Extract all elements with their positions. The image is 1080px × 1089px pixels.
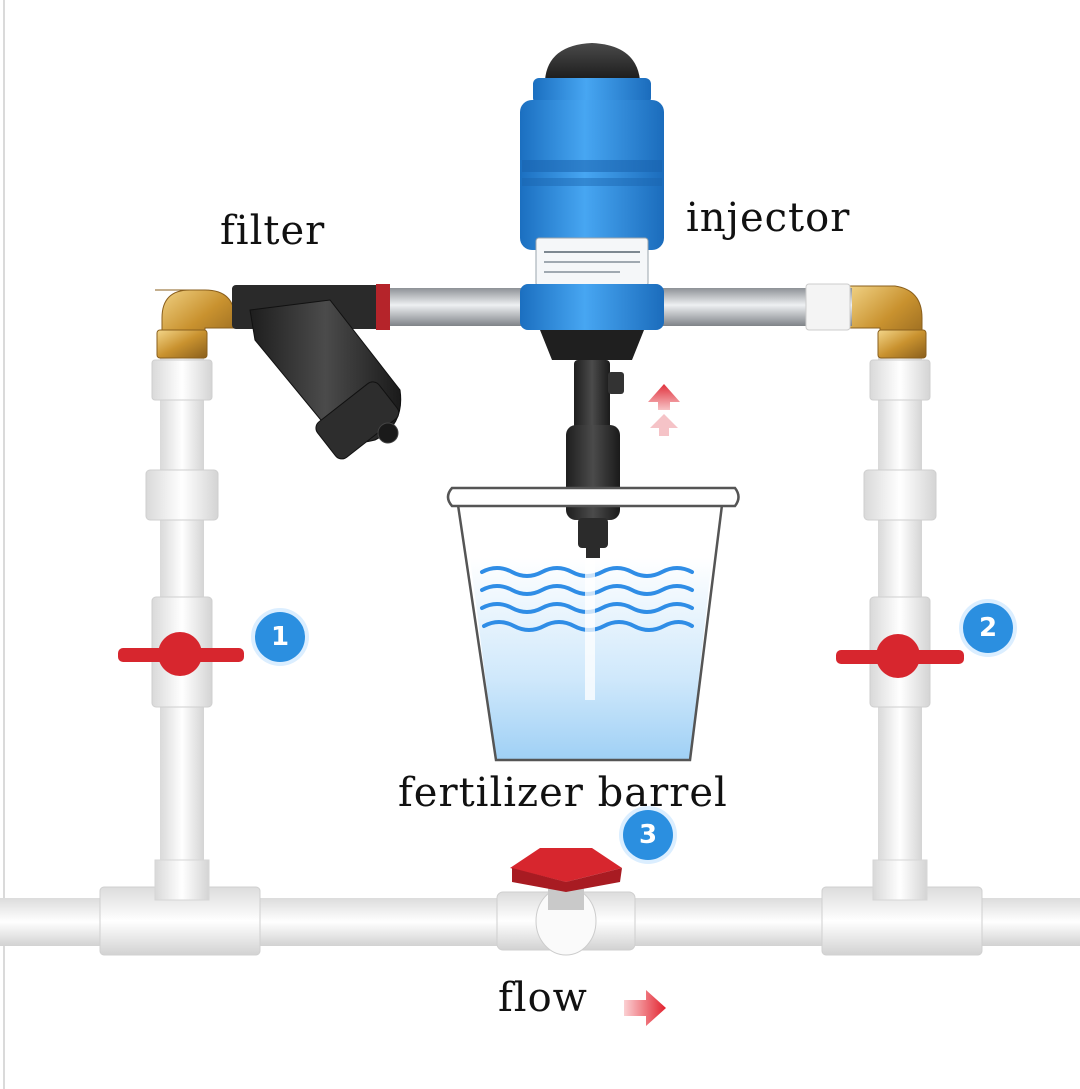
valve-1 [118, 632, 244, 676]
injector [520, 43, 664, 564]
injector-label: injector [686, 195, 851, 241]
filter [249, 299, 402, 460]
flow-arrow-icon [624, 990, 666, 1026]
filter-label: filter [220, 208, 326, 254]
valve-1-badge: 1 [255, 612, 305, 662]
flow-label: flow [498, 975, 588, 1021]
valve-3 [510, 848, 622, 910]
valve-2 [836, 634, 964, 678]
fertilizer-barrel-label: fertilizer barrel [398, 770, 728, 816]
right-bypass-pipe [863, 350, 937, 901]
valve-3-badge: 3 [623, 810, 673, 860]
left-bypass-pipe [145, 350, 219, 901]
fertilizer-barrel [446, 486, 740, 762]
left-brass-elbow [155, 289, 236, 359]
right-brass-elbow [844, 285, 927, 359]
suction-arrow-icon [648, 384, 680, 436]
valve-2-badge: 2 [963, 603, 1013, 653]
